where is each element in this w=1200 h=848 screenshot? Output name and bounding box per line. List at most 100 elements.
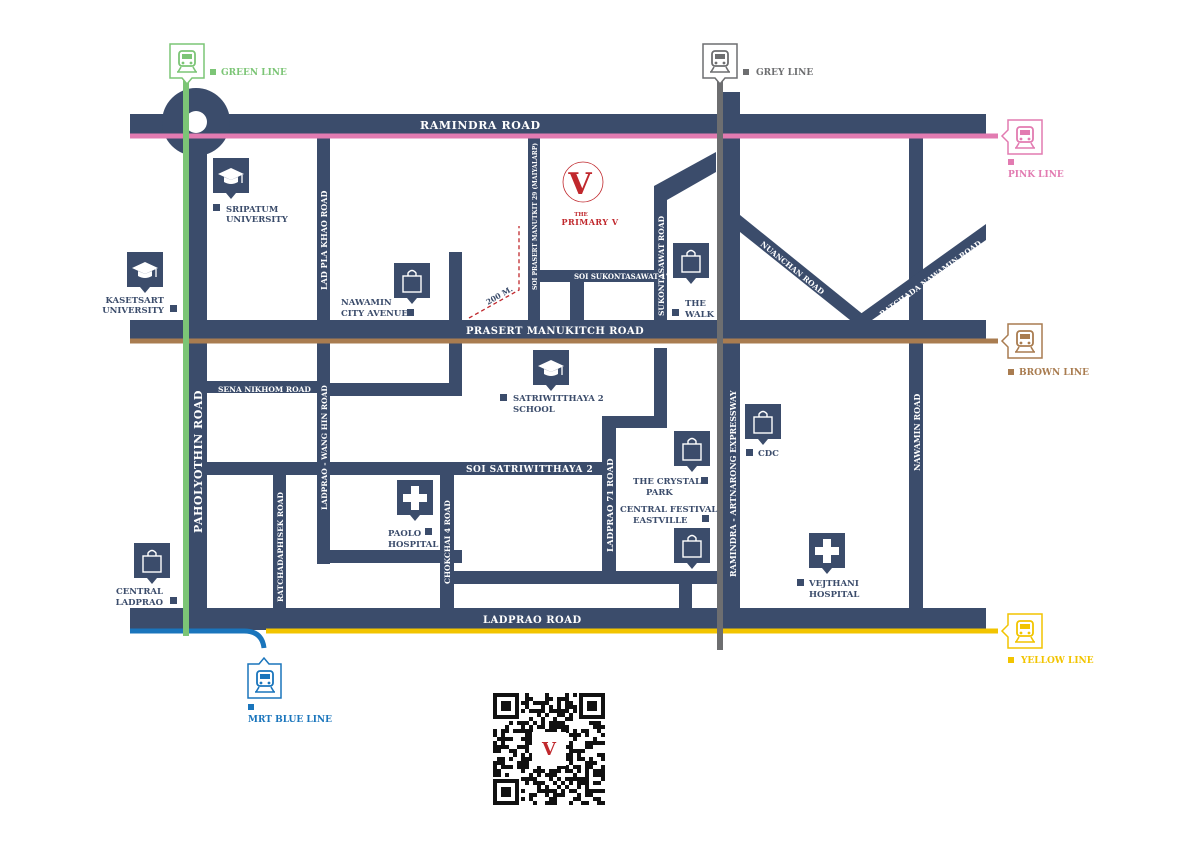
qr-module [597, 769, 601, 773]
road-segment-c [317, 550, 462, 563]
qr-module [573, 705, 577, 709]
qr-module [525, 721, 529, 725]
qr-module [513, 749, 517, 753]
qr-module [545, 793, 549, 797]
qr-module [545, 801, 549, 805]
qr-module [569, 733, 573, 737]
qr-module [533, 701, 537, 705]
qr-module [585, 781, 589, 785]
qr-module [525, 693, 529, 697]
label-chokchai4: CHOKCHAI 4 ROAD [443, 500, 452, 584]
qr-module [573, 789, 577, 793]
qr-module [521, 745, 525, 749]
station-brown: BROWN LINE [1000, 323, 1089, 378]
qr-module [573, 693, 577, 697]
qr-module [593, 797, 597, 801]
qr-module [549, 801, 553, 805]
station-blue: MRT BLUE LINE [247, 656, 332, 725]
qr-module [537, 765, 541, 769]
qr-module [585, 741, 589, 745]
qr-module [557, 697, 561, 701]
qr-module [549, 729, 553, 733]
qr-module [541, 717, 545, 721]
qr-module [533, 721, 537, 725]
qr-module [573, 797, 577, 801]
label-ladprao-road: LADPRAO ROAD [483, 615, 582, 626]
qr-module [565, 705, 569, 709]
label-soi-prasert: SOI PRASERT MANUTKIT 29 (MAIYALARP) [532, 143, 539, 290]
qr-module [585, 745, 589, 749]
qr-module [577, 749, 581, 753]
road-soi-satriwitthaya [207, 462, 602, 475]
qr-module [541, 721, 545, 725]
paolo-label-1: PAOLO [388, 529, 422, 539]
qr-module [525, 745, 529, 749]
qr-module [597, 797, 601, 801]
qr-module [557, 713, 561, 717]
road-ratchada-nawamin [852, 224, 986, 320]
qr-module [581, 729, 585, 733]
qr-module [557, 725, 561, 729]
road-paholyothin [187, 114, 207, 630]
qr-module [517, 765, 521, 769]
qr-module [589, 789, 593, 793]
qr-module [497, 761, 501, 765]
qr-module [565, 717, 569, 721]
qr-module [493, 745, 497, 749]
blue-line-label: MRT BLUE LINE [248, 715, 332, 725]
qr-module [553, 781, 557, 785]
pink-line-label: PINK LINE [1008, 170, 1064, 180]
poi-kasetsart: KASETSART UNIVERSITY [102, 252, 177, 316]
qr-module [545, 713, 549, 717]
qr-module [573, 777, 577, 781]
roundabout-center [185, 111, 207, 133]
qr-module [529, 773, 533, 777]
qr-module [561, 781, 565, 785]
qr-module [557, 785, 561, 789]
qr-module [509, 721, 513, 725]
qr-module [585, 789, 589, 793]
qr-module [565, 785, 569, 789]
poi-navamin-city: NAWAMIN CITY AVENUE [341, 263, 430, 319]
qr-module [565, 725, 569, 729]
qr-module [517, 761, 521, 765]
crystal-park-label-2: PARK [646, 488, 673, 498]
qr-module [593, 741, 597, 745]
qr-module [601, 733, 605, 737]
qr-module [601, 773, 605, 777]
qr-module [529, 757, 533, 761]
qr-module [533, 781, 537, 785]
qr-module [537, 709, 541, 713]
qr-module [569, 745, 573, 749]
station-pink: PINK LINE [1000, 119, 1064, 180]
central-ladprao-label-2: LADPRAO [116, 598, 164, 608]
brand-logo: V [567, 167, 592, 202]
qr-module [561, 729, 565, 733]
qr-module [553, 789, 557, 793]
qr-module [529, 737, 533, 741]
qr-module [573, 729, 577, 733]
qr-module [597, 753, 601, 757]
qr-module [557, 769, 561, 773]
qr-module [565, 757, 569, 761]
eastville-label-1: CENTRAL FESTIVAL [620, 505, 717, 515]
qr-module [541, 781, 545, 785]
qr-module [517, 729, 521, 733]
qr-module [521, 757, 525, 761]
qr-module [581, 801, 585, 805]
poi-paolo: PAOLO HOSPITAL [388, 480, 438, 550]
qr-module [565, 729, 569, 733]
qr-module [557, 721, 561, 725]
qr-module [525, 729, 529, 733]
road-ladprao71 [602, 416, 616, 584]
road-expressway [723, 92, 740, 630]
qr-module [549, 769, 553, 773]
road-segment-i [679, 571, 692, 608]
qr-module [569, 777, 573, 781]
qr-module [521, 701, 525, 705]
qr-module [525, 757, 529, 761]
qr-module [541, 789, 545, 793]
qr-module [569, 769, 573, 773]
qr-module [493, 741, 497, 745]
